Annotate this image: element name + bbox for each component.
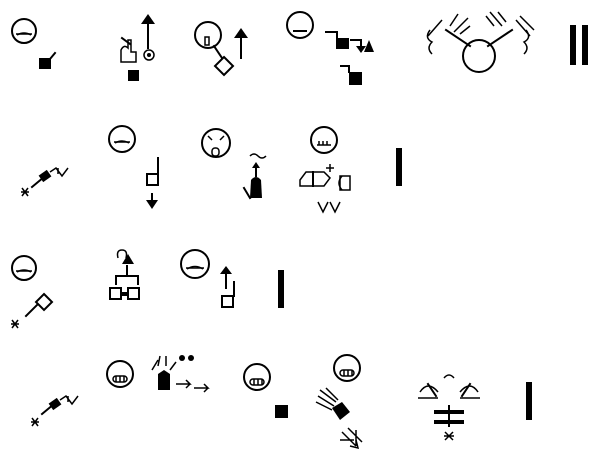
sign-two-hands-over-head-icon — [426, 11, 535, 73]
sign-face-with-down-arrow-icon — [108, 125, 159, 209]
sign-face-with-fist-icon — [243, 363, 288, 418]
sign-face-with-waving-hand-icon — [315, 354, 363, 450]
sign-surprised-face-with-fist-icon — [201, 128, 267, 200]
double-separator-icon — [570, 25, 588, 65]
sign-face-with-movement-arrows-icon — [286, 11, 374, 85]
single-separator-icon — [526, 382, 532, 420]
sign-face-with-diamond-hand-icon — [194, 21, 248, 77]
sign-hand-with-arrows-icon — [120, 14, 155, 81]
sign-brush-stroke-hand-icon — [31, 394, 79, 427]
sign-face-with-hand-mark-icon — [11, 18, 57, 69]
sign-face-with-diamond-stick-icon — [11, 255, 54, 329]
sign-face-with-flat-hand-icon — [299, 126, 351, 214]
single-separator-icon — [278, 270, 284, 308]
sign-two-square-hands-icon — [109, 249, 140, 300]
sign-face-with-fingers-spread-icon — [106, 355, 210, 393]
sign-face-with-up-arrow-hand-icon — [180, 249, 235, 308]
single-separator-icon — [396, 148, 402, 186]
sign-brush-stroke-hand-icon — [21, 166, 69, 197]
sign-hands-at-shoulders-icon — [418, 374, 480, 441]
